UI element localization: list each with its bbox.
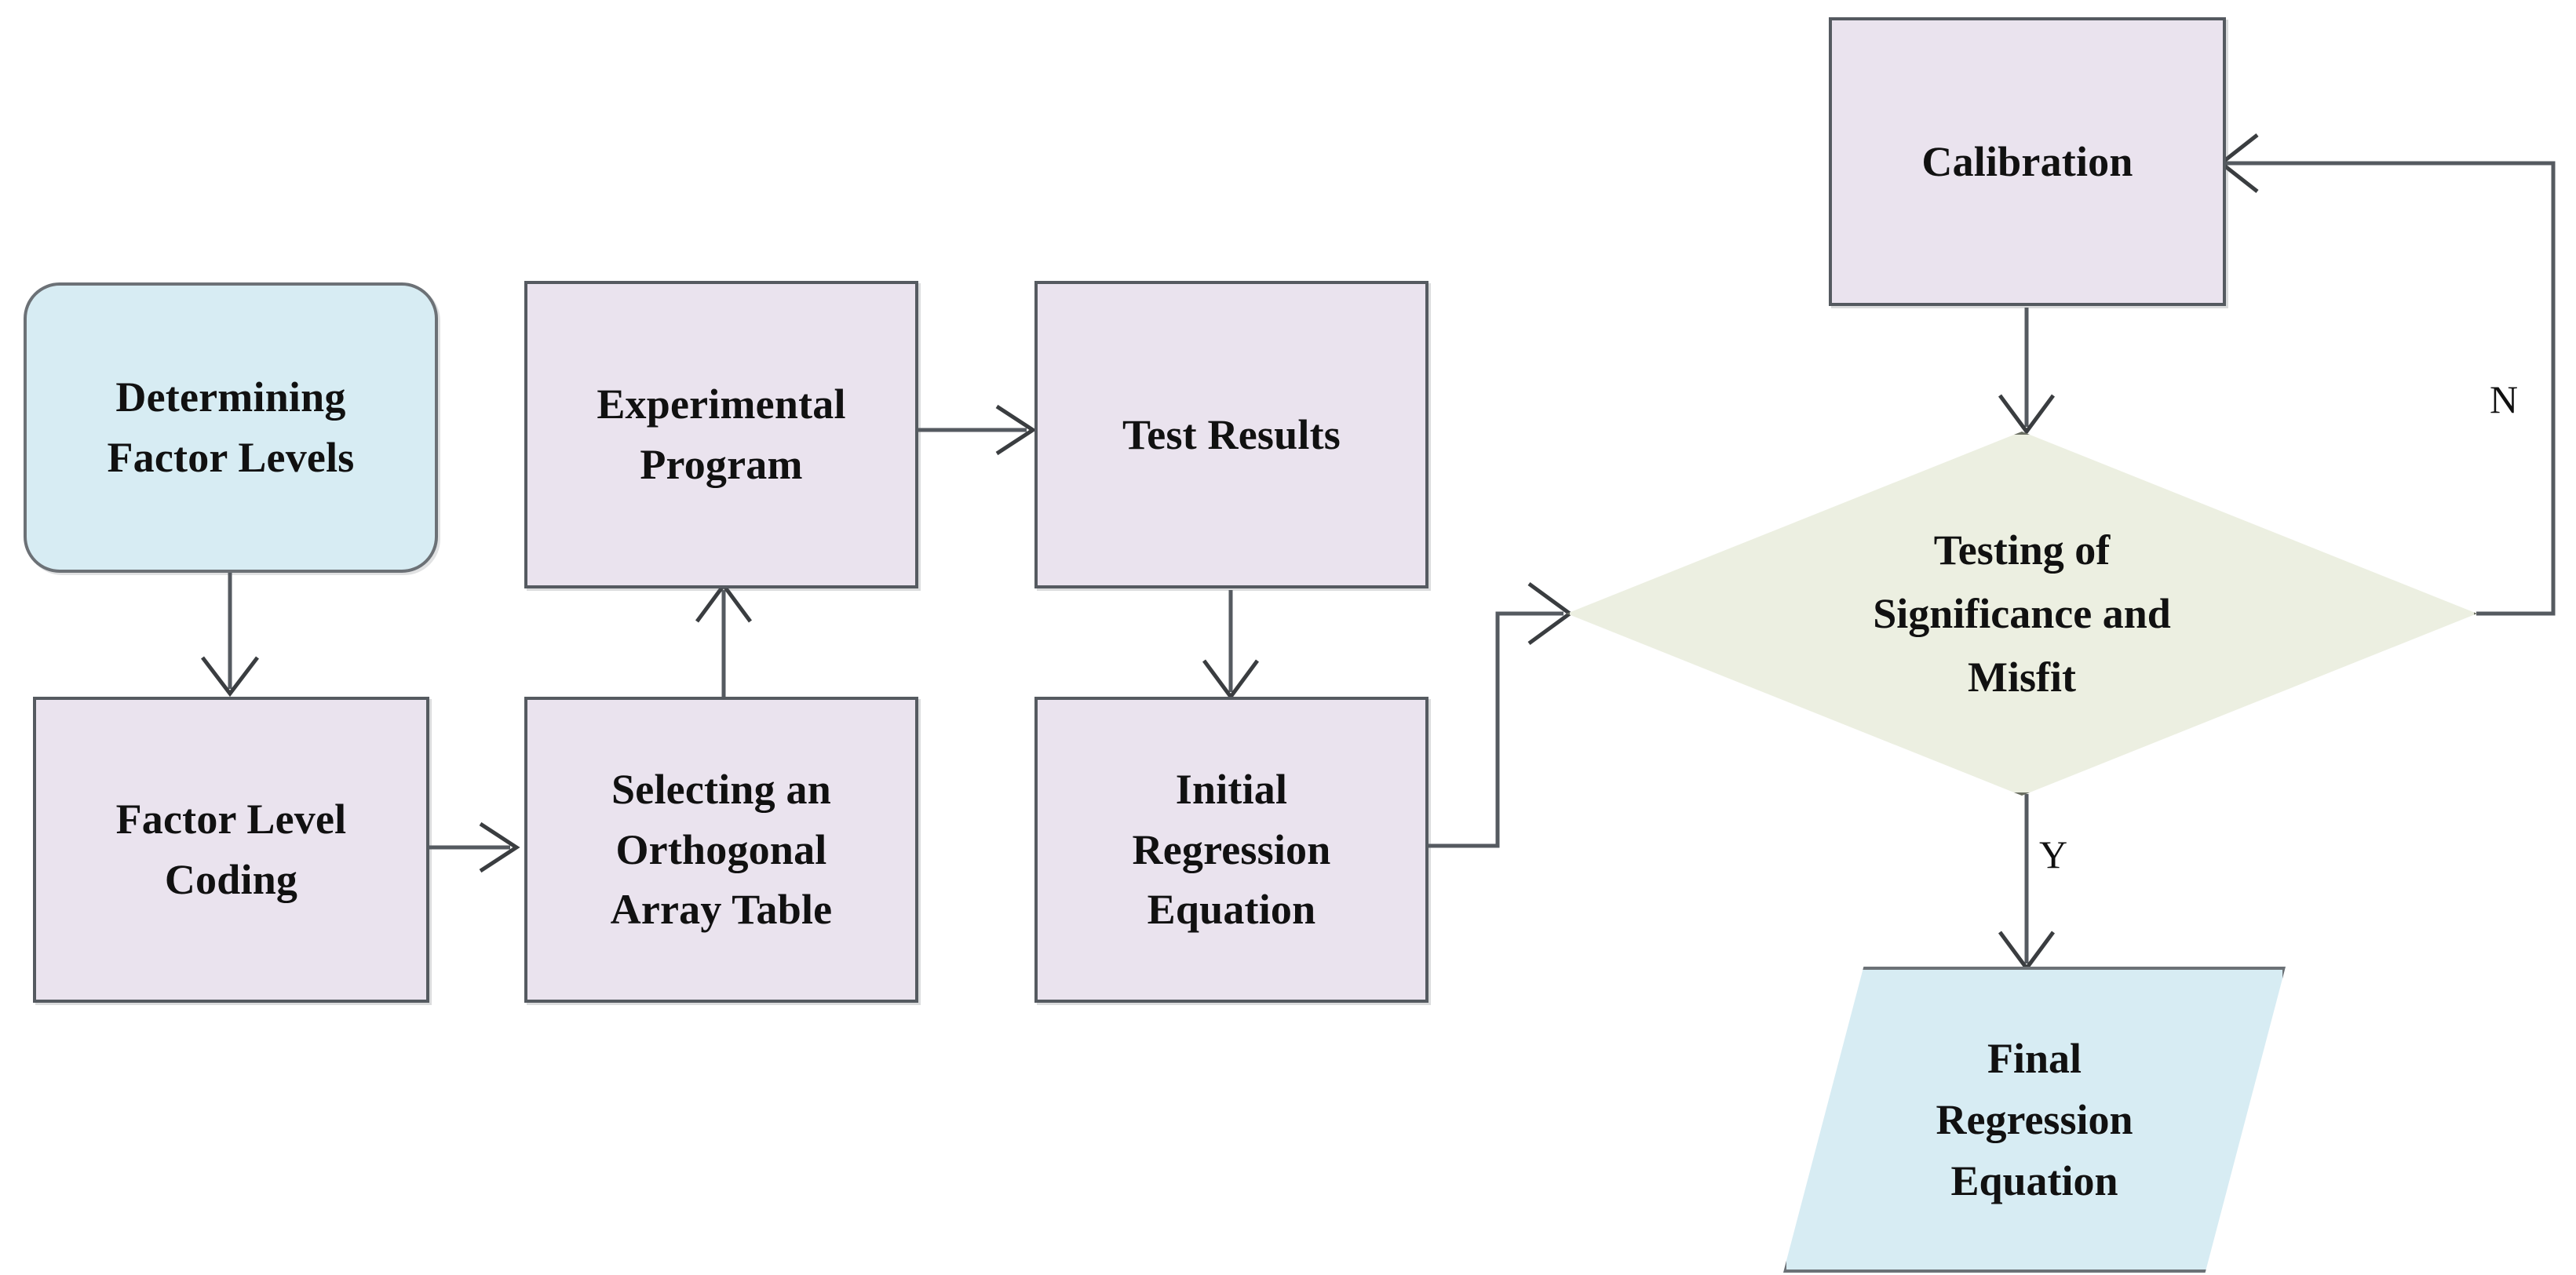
connector-coding-to-selecting <box>429 821 520 873</box>
connector-initial-to-decision <box>1428 581 1574 848</box>
node-label-initial-regression-equation: Initial Regression Equation <box>1132 765 1331 934</box>
connector-test-results-to-initial <box>1202 590 1260 701</box>
node-label-factor-level-coding: Factor Level Coding <box>115 796 347 903</box>
connector-determining-to-coding <box>201 573 259 698</box>
node-experimental-program[interactable]: Experimental Program <box>524 281 918 588</box>
node-label-experimental-program: Experimental Program <box>597 381 846 488</box>
connector-experimental-to-test-results <box>918 404 1037 456</box>
node-label-calibration: Calibration <box>1921 137 2133 185</box>
node-initial-regression-equation[interactable]: Initial Regression Equation <box>1034 697 1428 1003</box>
node-selecting-orthogonal-array-table[interactable]: Selecting an Orthogonal Array Table <box>524 697 918 1003</box>
node-testing-of-significance-and-misfit[interactable]: Testing of Significance and Misfit <box>1567 432 2477 796</box>
edge-label-no: N <box>2490 377 2519 421</box>
edge-label-yes: Y <box>2039 832 2068 876</box>
node-factor-level-coding[interactable]: Factor Level Coding <box>33 697 429 1003</box>
connector-selecting-to-experimental <box>695 581 753 697</box>
node-calibration[interactable]: Calibration <box>1829 17 2226 306</box>
node-label-testing-of-significance-and-misfit: Testing of Significance and Misfit <box>1873 526 2171 701</box>
node-label-determining-factor-levels: Determining Factor Levels <box>107 373 355 481</box>
connector-decision-yes-to-final <box>1998 794 2056 972</box>
node-label-selecting-orthogonal-array-table: Selecting an Orthogonal Array Table <box>610 765 833 934</box>
node-determining-factor-levels[interactable]: Determining Factor Levels <box>24 282 438 573</box>
node-label-test-results: Test Results <box>1122 410 1341 458</box>
parallelogram-shape <box>1783 967 2286 1273</box>
connector-calibration-to-decision <box>1998 308 2056 435</box>
node-test-results[interactable]: Test Results <box>1034 281 1428 588</box>
node-label-final-regression-equation: Final Regression Equation <box>1936 1034 2133 1205</box>
node-final-regression-equation[interactable]: Final Regression Equation <box>1783 967 2286 1273</box>
